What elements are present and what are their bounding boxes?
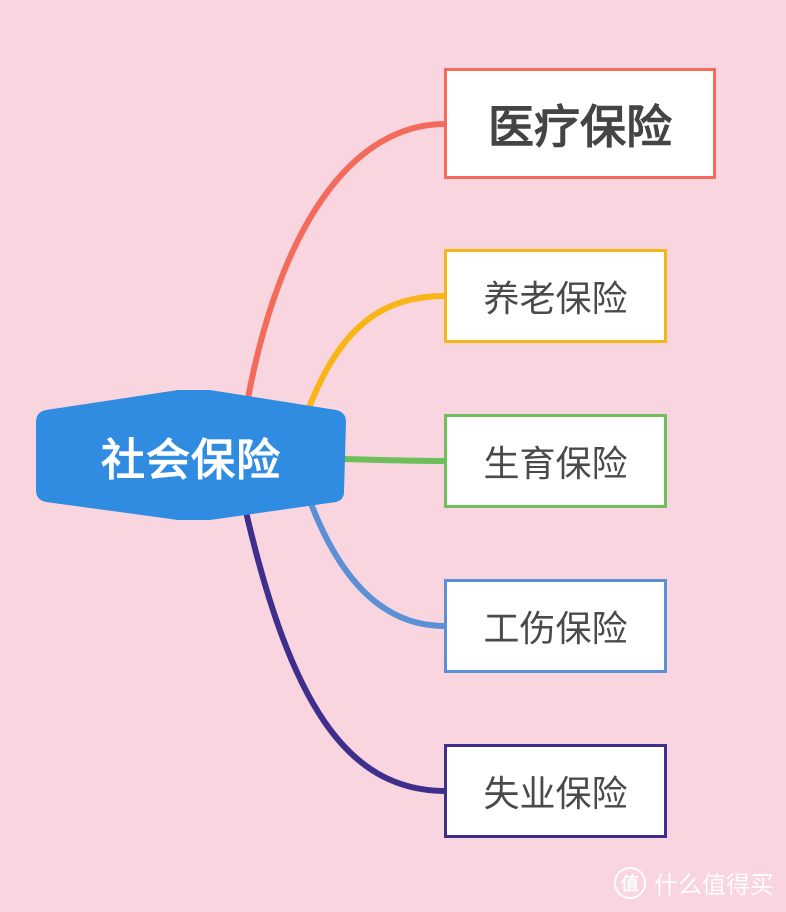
center-node-label[interactable]: 社会保险	[101, 435, 281, 486]
branch-node-work-injury[interactable]: 工伤保险	[444, 579, 667, 673]
connector-1	[307, 293, 447, 408]
watermark-text: 什么值得买	[654, 871, 774, 899]
watermark: 值 什么值得买	[614, 865, 774, 900]
connector-2	[341, 456, 447, 464]
branch-node-pension[interactable]: 养老保险	[444, 249, 667, 343]
connector-4	[243, 509, 447, 794]
branch-node-maternity[interactable]: 生育保险	[444, 414, 667, 508]
zhi-logo-icon: 值	[614, 866, 646, 899]
branch-node-medical[interactable]: 医疗保险	[444, 68, 716, 179]
center-hexagon	[36, 390, 346, 520]
branch-node-unemployment[interactable]: 失业保险	[444, 744, 667, 838]
connector-0	[245, 121, 447, 401]
connector-3	[309, 503, 447, 629]
